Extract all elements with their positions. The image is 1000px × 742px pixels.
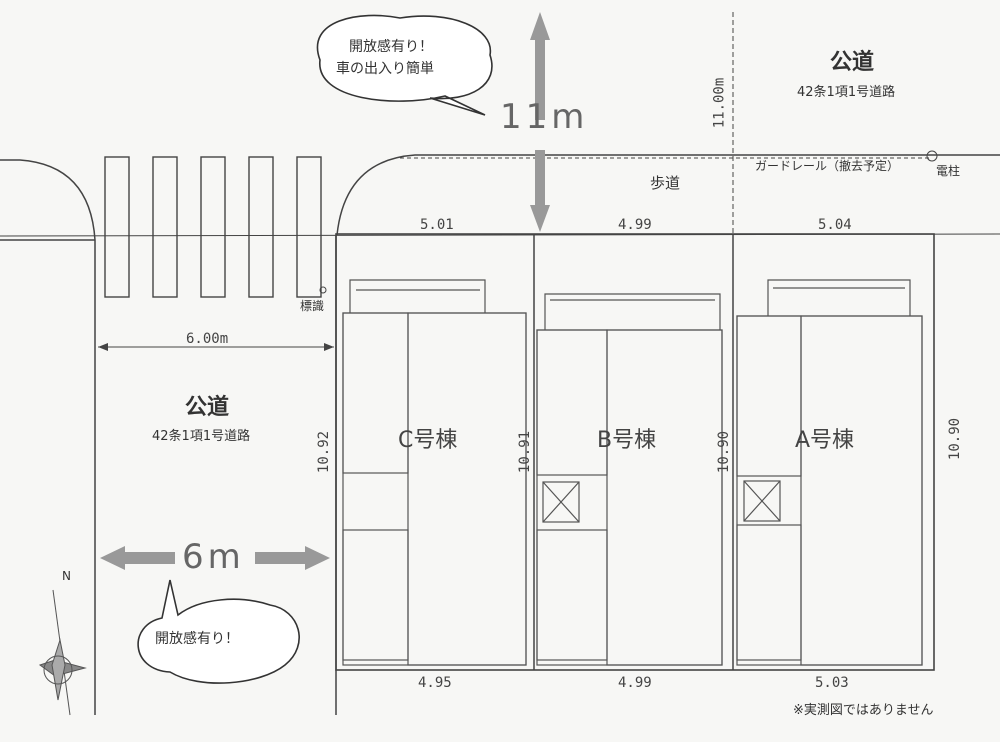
lot-b-bottom-width: 4.99 [618, 675, 652, 691]
guardrail-label: ガードレール（撤去予定） [755, 159, 900, 173]
crosswalk [104, 156, 322, 298]
callout-bottom: 開放感有り！ [155, 631, 239, 647]
sidewalk-label: 歩道 [650, 174, 681, 192]
west-road-width-dimension: 6.00m [186, 331, 229, 347]
arrow-right [255, 546, 330, 570]
lot-b-depth: 10.91 [517, 430, 534, 474]
signpost-marker [319, 286, 327, 294]
house-b-label: B号棟 [597, 428, 657, 453]
signpost-label: 標識 [300, 299, 325, 313]
arrow-up [530, 12, 550, 120]
house-a-label: A号棟 [795, 428, 855, 453]
house-a [736, 279, 923, 666]
callout-top-line2: 車の出入り簡単 [336, 61, 434, 77]
top-road-width-label: 11m [500, 97, 589, 137]
house-c [342, 279, 527, 666]
stair-mark-b [542, 481, 580, 523]
lot-a-bottom-width: 5.03 [815, 675, 849, 691]
road-edge-corner [336, 154, 1000, 236]
lot-c-bottom-width: 4.95 [418, 675, 452, 691]
lot-a-depth-left: 10.90 [716, 430, 733, 474]
arrow-down [530, 150, 550, 232]
lot-b-top-width: 4.99 [618, 217, 652, 233]
lot-c-depth: 10.92 [316, 430, 333, 474]
north-road-type: 42条1項1号道路 [797, 85, 896, 100]
utility-pole-label: 電柱 [936, 164, 961, 178]
lot-a-top-width: 5.04 [818, 217, 852, 233]
stair-mark-a [743, 480, 781, 522]
road-edge-left-upper [0, 159, 96, 241]
utility-pole-marker [926, 150, 938, 162]
house-c-label: C号棟 [398, 428, 458, 453]
west-road-type: 42条1項1号道路 [152, 429, 251, 444]
arrow-left [100, 546, 175, 570]
callout-top-line1: 開放感有り！ [349, 39, 433, 55]
lot-a-depth-right: 10.90 [947, 417, 964, 461]
callout-bubble-bottom [137, 579, 300, 684]
left-road-width-label: 6m [182, 537, 245, 577]
lot-c-top-width: 5.01 [420, 217, 454, 233]
compass-north-label: N [62, 569, 71, 583]
disclaimer: ※実測図ではありません [793, 703, 934, 718]
north-road-name: 公道 [830, 50, 875, 75]
north-road-width-dimension: 11.00m [711, 77, 728, 129]
property-boundary [335, 233, 935, 671]
compass-rose [38, 589, 87, 716]
house-b [536, 293, 723, 666]
callout-bubble-top [316, 14, 493, 116]
west-road-name: 公道 [185, 395, 230, 420]
